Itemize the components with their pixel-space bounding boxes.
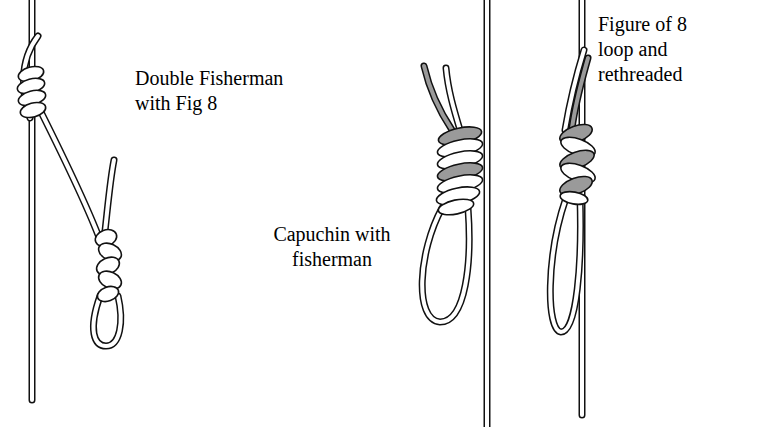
knot-label: Figure of 8 loop and rethreaded [598, 12, 710, 87]
capuchin-coils [435, 124, 484, 218]
figure-eight-rethreaded-coils [557, 121, 597, 207]
right-rope [550, 0, 588, 415]
left-rope [23, 0, 120, 400]
knot-label: Double Fisherman with Fig 8 [135, 66, 305, 116]
figure-eight-coils [93, 227, 124, 305]
knot-label: Capuchin with fisherman [262, 222, 402, 272]
double-fisherman-coils [16, 64, 48, 120]
middle-rope [422, 0, 487, 427]
